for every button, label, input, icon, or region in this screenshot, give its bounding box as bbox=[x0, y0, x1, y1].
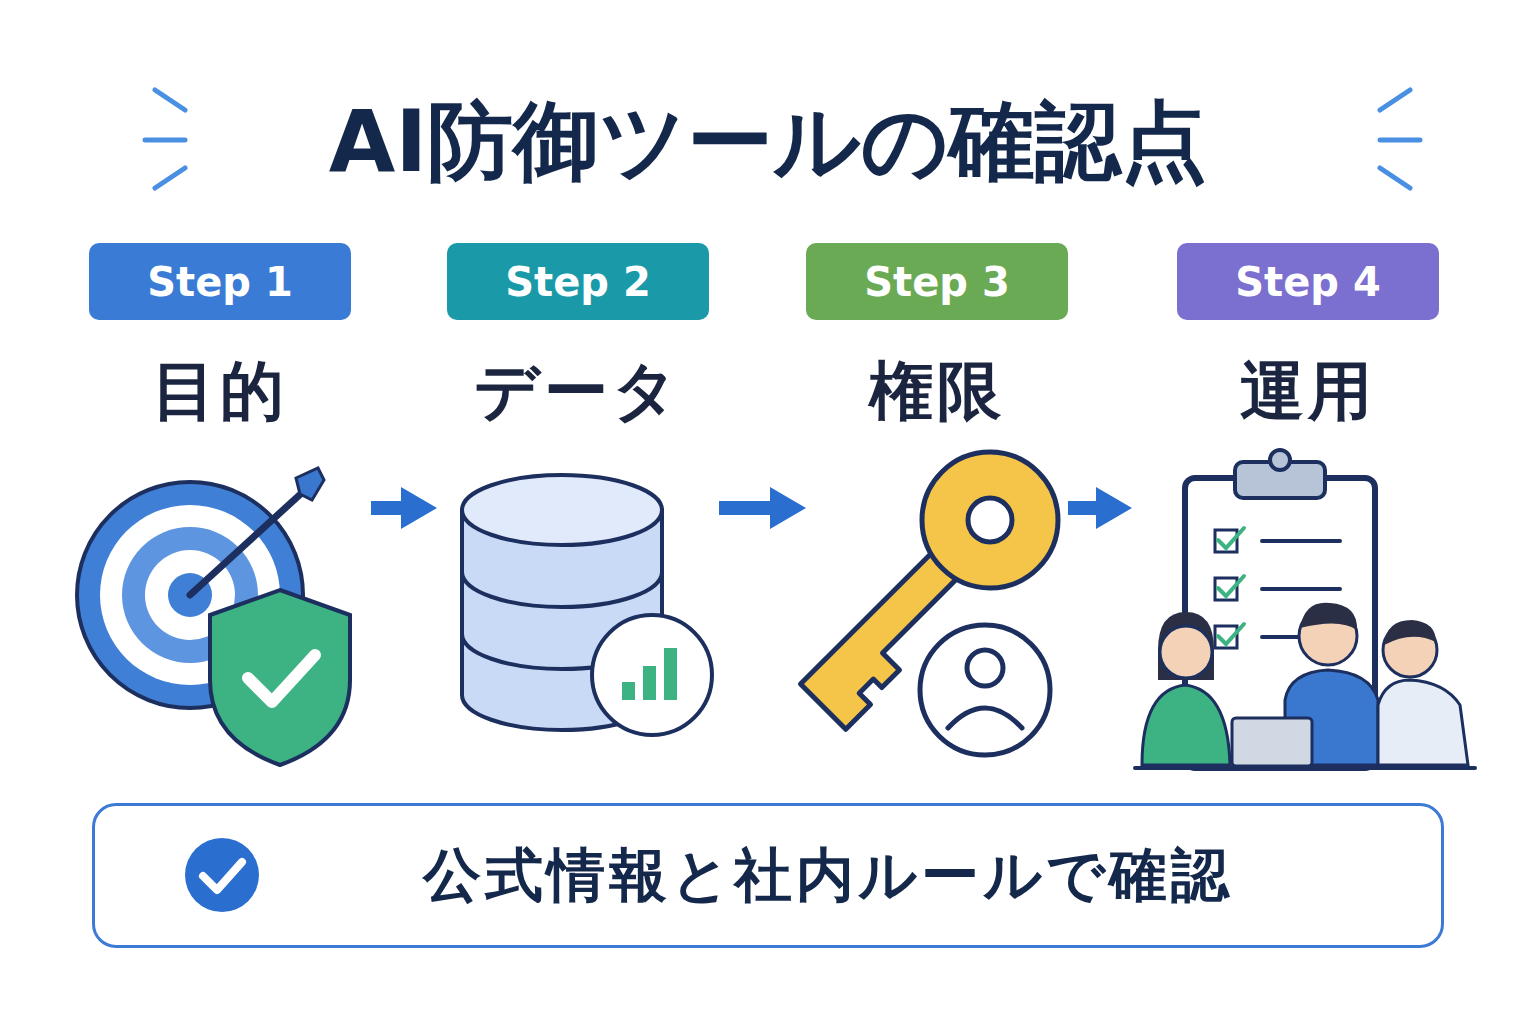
target-icon-part bbox=[210, 590, 350, 765]
key-icon-part bbox=[967, 650, 1003, 686]
title-sparkle-part bbox=[155, 90, 185, 110]
step-node: Step 2 データ bbox=[443, 243, 713, 773]
step-node: Step 3権限 bbox=[812, 243, 1062, 773]
step-badge: Step 2 bbox=[447, 243, 709, 320]
title-sparkle-part bbox=[155, 168, 185, 188]
flow-arrow bbox=[719, 501, 776, 515]
step-heading: 運用 bbox=[1138, 348, 1478, 435]
clipboard-team-icon-part bbox=[1378, 680, 1468, 765]
check-badge bbox=[185, 838, 259, 912]
step-badge: Step 4 bbox=[1177, 243, 1439, 320]
key-icon bbox=[800, 452, 1058, 755]
summary-box: 公式情報と社内ルールで確認 bbox=[92, 803, 1444, 948]
step-heading: 権限 bbox=[812, 348, 1062, 435]
step-heading: 目的 bbox=[75, 348, 365, 435]
database-icon-part bbox=[592, 615, 712, 735]
key-icon-part bbox=[920, 625, 1050, 755]
diagram-title: AI防御ツールの確認点 bbox=[0, 84, 1536, 201]
clipboard-team-icon-part bbox=[1160, 626, 1212, 678]
check-badge-part bbox=[203, 862, 242, 890]
clipboard-team-icon bbox=[1135, 450, 1475, 768]
database-icon-part bbox=[622, 682, 635, 700]
clipboard-team-icon-part bbox=[1384, 620, 1436, 645]
clipboard-team-icon-part bbox=[1142, 685, 1230, 765]
clipboard-team-icon-part bbox=[1270, 450, 1290, 470]
target-icon-part bbox=[248, 655, 315, 702]
database-icon-part bbox=[462, 475, 662, 545]
step-badge: Step 1 bbox=[89, 243, 351, 320]
check-badge-part bbox=[185, 838, 259, 912]
clipboard-team-icon-part bbox=[1232, 718, 1312, 766]
summary-text: 公式情報と社内ルールで確認 bbox=[423, 837, 1233, 915]
flow-arrow bbox=[371, 501, 407, 515]
title-sparkle-part bbox=[1380, 168, 1410, 188]
database-icon bbox=[462, 475, 712, 735]
target-icon-part bbox=[190, 490, 305, 595]
database-icon-part bbox=[462, 572, 662, 607]
target-icon-part bbox=[296, 468, 324, 500]
step-node: Step 4 運用 bbox=[1138, 243, 1478, 773]
key-icon-part bbox=[922, 452, 1058, 588]
flow-arrow bbox=[1068, 501, 1102, 515]
database-icon-part bbox=[643, 666, 656, 700]
clipboard-team-icon-part bbox=[1300, 603, 1357, 630]
step-heading: データ bbox=[443, 348, 713, 435]
target-icon bbox=[77, 468, 350, 765]
clipboard-team-icon-part bbox=[1135, 766, 1475, 770]
database-icon-part bbox=[664, 648, 677, 700]
step-node: Step 1 目的 bbox=[75, 243, 365, 773]
key-icon-part bbox=[948, 708, 1022, 728]
clipboard-team-icon-part bbox=[1158, 612, 1214, 680]
clipboard-team-icon-part bbox=[1218, 528, 1244, 644]
title-sparkle-part bbox=[1380, 138, 1420, 143]
step-badge: Step 3 bbox=[806, 243, 1068, 320]
key-icon-part bbox=[968, 498, 1012, 542]
title-sparkle-part bbox=[1380, 90, 1410, 110]
title-sparkle-part bbox=[145, 138, 185, 143]
